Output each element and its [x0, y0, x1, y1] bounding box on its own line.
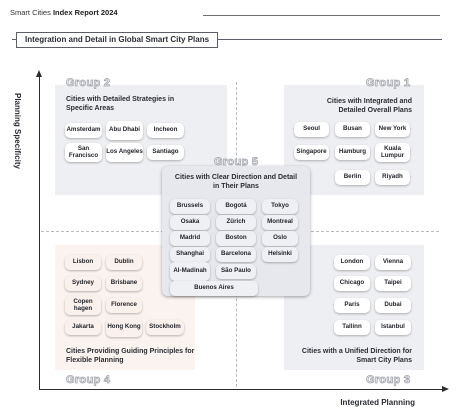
group3-tag: Group 3 — [366, 374, 411, 387]
city-badge: Stockholm — [146, 320, 184, 335]
title-rule — [12, 39, 442, 40]
city-badge: San Francisco — [65, 143, 102, 162]
city-badge: Riyadh — [375, 170, 410, 185]
city-badge: Vienna — [375, 255, 411, 270]
city-badge: Brisbane — [106, 276, 142, 291]
city-badge: Hong Kong — [106, 318, 142, 337]
city-badge: Al-Madinah — [170, 262, 210, 281]
city-badge: Jakarta — [65, 320, 101, 335]
group4-tag: Group 4 — [66, 374, 111, 387]
city-badge: Kuala Lumpur — [375, 143, 410, 162]
city-badge: São Paulo — [216, 264, 256, 279]
city-badge: Berlin — [335, 170, 370, 185]
city-badge: Lisbon — [65, 255, 101, 270]
city-badge: Sydney — [65, 276, 101, 291]
city-badge: Osaka — [170, 215, 210, 230]
city-badge: Barcelona — [216, 247, 256, 262]
city-badge: Incheon — [147, 123, 184, 138]
x-axis-arrow — [442, 386, 449, 392]
city-badge: Abu Dhabi — [106, 121, 143, 140]
page-title: Integration and Detail in Global Smart C… — [16, 32, 219, 48]
city-badge: Amsterdam — [65, 123, 102, 138]
city-badge: Dubai — [375, 298, 411, 313]
city-badge: Chicago — [334, 276, 370, 291]
city-badge: Buenos Aires — [170, 281, 258, 296]
city-badge: Brussels — [170, 199, 210, 214]
city-badge: Los Angeles — [106, 143, 143, 162]
group1-title: Cities with Integrated and Detailed Over… — [326, 98, 412, 114]
city-badge: Tallinn — [334, 320, 370, 335]
group2-title: Cities with Detailed Strategies in Speci… — [66, 96, 175, 112]
city-badge: Santiago — [147, 145, 184, 160]
city-badge: Taipei — [375, 276, 411, 291]
y-axis — [39, 76, 40, 390]
y-axis-label: Planning Specificity — [13, 92, 22, 169]
city-badge: Bogotá — [216, 199, 256, 214]
y-axis-arrow — [36, 70, 42, 77]
city-badge: New York — [375, 122, 410, 137]
city-badge: Istanbul — [375, 320, 411, 335]
x-axis — [39, 389, 443, 390]
city-badge: Paris — [334, 298, 370, 313]
group2-tag: Group 2 — [66, 77, 111, 90]
city-badge: Singapore — [294, 145, 329, 160]
report-header: Smart Cities Index Report 2024 — [10, 8, 118, 17]
group1-tag: Group 1 — [366, 77, 411, 90]
city-badge: London — [334, 255, 370, 270]
x-axis-label: Integrated Planning — [340, 398, 415, 407]
city-badge: Zürich — [216, 215, 256, 230]
group4-title: Cities Providing Guiding Principles for … — [66, 348, 195, 364]
city-badge: Madrid — [170, 231, 210, 246]
city-badge: Montreal — [262, 215, 298, 230]
city-badge: Boston — [216, 231, 256, 246]
city-badge: Oslo — [262, 231, 298, 246]
group5-title: Cities with Clear Direction and Detail i… — [174, 174, 298, 190]
city-badge: Copen hagen — [65, 296, 101, 315]
city-badge: Helsinki — [262, 247, 298, 262]
city-badge: Dublin — [106, 255, 142, 270]
city-badge: Busan — [335, 122, 370, 137]
city-badge: Hamburg — [335, 145, 370, 160]
city-badge: Tokyo — [262, 199, 298, 214]
group5-tag: Group 5 — [214, 156, 259, 169]
header-rule — [203, 15, 440, 16]
group3-title: Cities with a Unified Direction for Smar… — [301, 348, 412, 364]
city-badge: Shanghai — [170, 247, 210, 262]
city-badge: Florence — [106, 298, 142, 313]
city-badge: Seoul — [294, 122, 329, 137]
